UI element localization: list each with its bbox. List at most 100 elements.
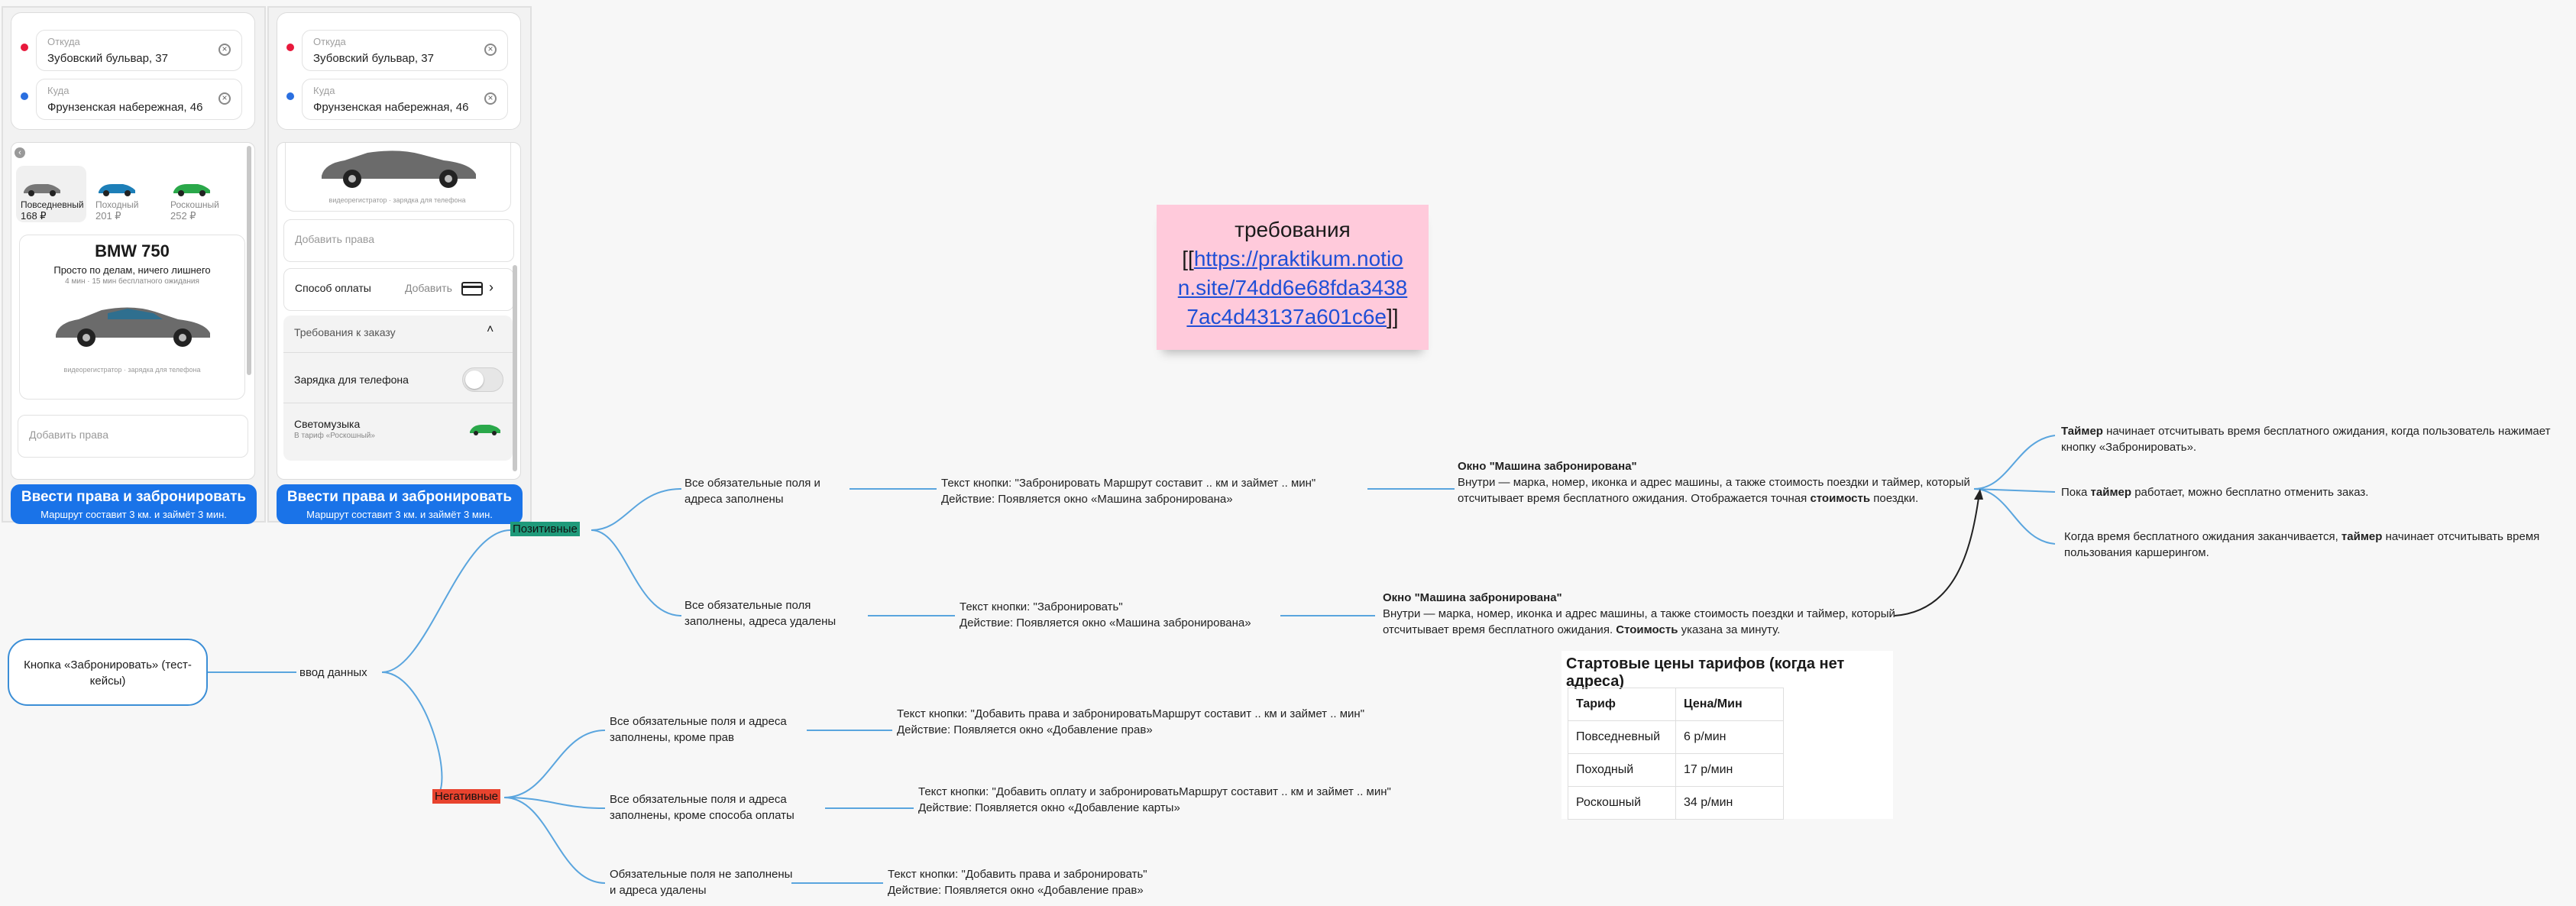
- to-dot-icon: [286, 92, 294, 100]
- car-blue-icon: [99, 184, 135, 196]
- tariff-cell: Повседневный: [1568, 720, 1676, 754]
- music-sub: В тариф «Роскошный»: [294, 432, 375, 440]
- timer-bold: Таймер: [2061, 425, 2103, 438]
- car-image: [56, 307, 210, 347]
- from-value: Зубовский бульвар, 37: [47, 52, 168, 65]
- payment-label: Способ оплаты: [295, 282, 371, 294]
- clear-icon[interactable]: ×: [218, 92, 231, 105]
- from-dot-icon: [286, 44, 294, 51]
- music-label: Светомузыка: [294, 418, 361, 430]
- window-title: Окно "Машина забронирована": [1383, 591, 1562, 604]
- clear-icon[interactable]: ×: [218, 44, 231, 56]
- node-timer-note-2[interactable]: Пока таймер работает, можно бесплатно от…: [2061, 484, 2565, 500]
- sticky-link-line: [[https://praktikum.notio: [1182, 247, 1403, 270]
- to-value: Фрунзенская набережная, 46: [47, 101, 203, 114]
- node-positive-case1[interactable]: Все обязательные поля и адреса заполнены: [684, 477, 820, 506]
- mindmap-root[interactable]: Кнопка «Забронировать» (тест-кейсы): [8, 639, 208, 706]
- connector-negative-case3: [503, 797, 606, 884]
- order-sheet: видеорегистратор · зарядка для телефона …: [277, 142, 521, 480]
- car-green-icon: [173, 184, 210, 196]
- prices-table: Тариф Цена/Мин Повседневный 6 р/мин Похо…: [1568, 688, 1784, 820]
- connector-positive-case1: [591, 488, 682, 531]
- car-features: видеорегистратор · зарядка для телефона: [328, 196, 466, 204]
- node-negative-case1[interactable]: Все обязательные поля и адреса заполнены…: [610, 715, 787, 744]
- connector-window-timer3: [1973, 488, 2056, 545]
- requirements-link-cont[interactable]: 7ac4d43137a601c6e: [1186, 305, 1387, 328]
- tariff-card-everyday[interactable]: Повседневный 168 ₽: [16, 166, 86, 222]
- connector-positive-case2: [591, 529, 682, 616]
- node-positive-case2-action[interactable]: Текст кнопки: "Забронировать" Действие: …: [960, 600, 1251, 629]
- to-field[interactable]: Куда Фрунзенская набережная, 46 ×: [36, 79, 242, 120]
- add-license-field[interactable]: Добавить права: [283, 219, 514, 262]
- to-label: Куда: [47, 85, 70, 96]
- node-negative-case3[interactable]: Обязательные поля не заполнены и адреса …: [610, 868, 793, 897]
- tariff-name: Походный: [95, 199, 139, 210]
- requirements-link-cont[interactable]: n.site/74dd6e68fda3438: [1177, 276, 1408, 299]
- payment-row[interactable]: Способ оплаты Добавить ›: [283, 268, 514, 311]
- node-negative-case1-action[interactable]: Текст кнопки: "Добавить права и забронир…: [897, 707, 1365, 736]
- tariff-card-hiking[interactable]: Походный 201 ₽: [91, 166, 161, 222]
- address-card: Откуда Зубовский бульвар, 37 × Куда Фрун…: [277, 12, 521, 130]
- tariff-name: Повседневный: [21, 199, 84, 210]
- car-gray-icon: [24, 184, 60, 196]
- phone-mockup-1: Откуда Зубовский бульвар, 37 × Куда Фрун…: [2, 6, 266, 524]
- to-dot-icon: [21, 92, 28, 100]
- price-cell: 6 р/мин: [1675, 720, 1784, 754]
- tag-negative[interactable]: Негативные: [432, 789, 500, 804]
- book-button[interactable]: Ввести права и забронировать Маршрут сос…: [11, 484, 257, 524]
- tariff-price: 252 ₽: [170, 210, 196, 222]
- node-booked-window-1[interactable]: Окно "Машина забронирована" Внутри — мар…: [1458, 458, 1974, 506]
- book-button[interactable]: Ввести права и забронировать Маршрут сос…: [277, 484, 523, 524]
- sheet-scrollbar[interactable]: [247, 146, 251, 375]
- connector-input-positive: [381, 529, 511, 673]
- node-negative-case2[interactable]: Все обязательные поля и адреса заполнены…: [610, 793, 794, 822]
- add-license-field[interactable]: Добавить права: [18, 415, 248, 458]
- back-icon[interactable]: ‹: [15, 147, 25, 158]
- window-title: Окно "Машина забронирована": [1458, 460, 1637, 473]
- add-license-placeholder: Добавить права: [29, 429, 108, 441]
- node-negative-case2-action[interactable]: Текст кнопки: "Добавить оплату и заброни…: [918, 785, 1391, 814]
- price-cell: 17 р/мин: [1675, 753, 1784, 787]
- book-button-title: Ввести права и забронировать: [21, 489, 247, 505]
- clear-icon[interactable]: ×: [484, 44, 497, 56]
- connector-negative-case2: [503, 797, 606, 809]
- connector-negative-case1: [503, 730, 606, 798]
- car-info-card: BMW 750 Просто по делам, ничего лишнего …: [19, 235, 245, 400]
- node-positive-case1-action[interactable]: Текст кнопки: "Забронировать Маршрут сос…: [941, 477, 1316, 506]
- window-body: Внутри — марка, номер, иконка и адрес ма…: [1458, 476, 1970, 505]
- clear-icon[interactable]: ×: [484, 92, 497, 105]
- charger-label: Зарядка для телефона: [294, 374, 409, 386]
- node-positive-case2[interactable]: Все обязательные поля заполнены, адреса …: [684, 599, 837, 628]
- chevron-up-icon[interactable]: ˄: [487, 323, 494, 336]
- tariff-card-luxury[interactable]: Роскошный 252 ₽: [166, 166, 236, 222]
- requirements-label: Требования к заказу: [294, 326, 396, 338]
- to-field[interactable]: Куда Фрунзенская набережная, 46 ×: [302, 79, 508, 120]
- tag-positive[interactable]: Позитивные: [510, 522, 580, 536]
- address-card: Откуда Зубовский бульвар, 37 × Куда Фрун…: [11, 12, 255, 130]
- car-slogan: Просто по делам, ничего лишнего: [53, 264, 211, 276]
- tariff-cell: Роскошный: [1568, 786, 1676, 820]
- car-image: [322, 150, 476, 188]
- charger-toggle[interactable]: [462, 367, 503, 392]
- prices-header: Цена/Мин: [1675, 688, 1784, 721]
- node-timer-note-3[interactable]: Когда время бесплатного ожидания заканчи…: [2064, 529, 2568, 561]
- to-value: Фрунзенская набережная, 46: [313, 101, 469, 114]
- node-booked-window-2[interactable]: Окно "Машина забронирована" Внутри — мар…: [1383, 590, 1899, 638]
- requirements-link[interactable]: https://praktikum.notio: [1193, 247, 1403, 270]
- requirements-sticky-note: требования [[https://praktikum.notio n.s…: [1157, 205, 1429, 350]
- node-timer-note-1[interactable]: Таймер начинает отсчитывать время беспла…: [2061, 423, 2565, 455]
- prices-title: Стартовые цены тарифов (когда нет адреса…: [1566, 655, 1845, 690]
- node-data-input[interactable]: ввод данных: [299, 666, 367, 679]
- sticky-link-line: 7ac4d43137a601c6e]]: [1186, 305, 1399, 328]
- from-field[interactable]: Откуда Зубовский бульвар, 37 ×: [302, 30, 508, 71]
- car-features: видеорегистратор · зарядка для телефона: [63, 366, 201, 374]
- from-field[interactable]: Откуда Зубовский бульвар, 37 ×: [36, 30, 242, 71]
- sticky-link-line: n.site/74dd6e68fda3438: [1157, 273, 1429, 303]
- sheet-scrollbar[interactable]: [513, 265, 517, 471]
- payment-action[interactable]: Добавить: [405, 282, 452, 294]
- start-prices-panel: Стартовые цены тарифов (когда нет адреса…: [1561, 651, 1893, 820]
- from-label: Откуда: [47, 36, 80, 47]
- tariff-price: 201 ₽: [95, 210, 121, 222]
- node-negative-case3-action[interactable]: Текст кнопки: "Добавить права и забронир…: [888, 868, 1147, 897]
- window-body: Внутри — марка, номер, иконка и адрес ма…: [1383, 607, 1895, 636]
